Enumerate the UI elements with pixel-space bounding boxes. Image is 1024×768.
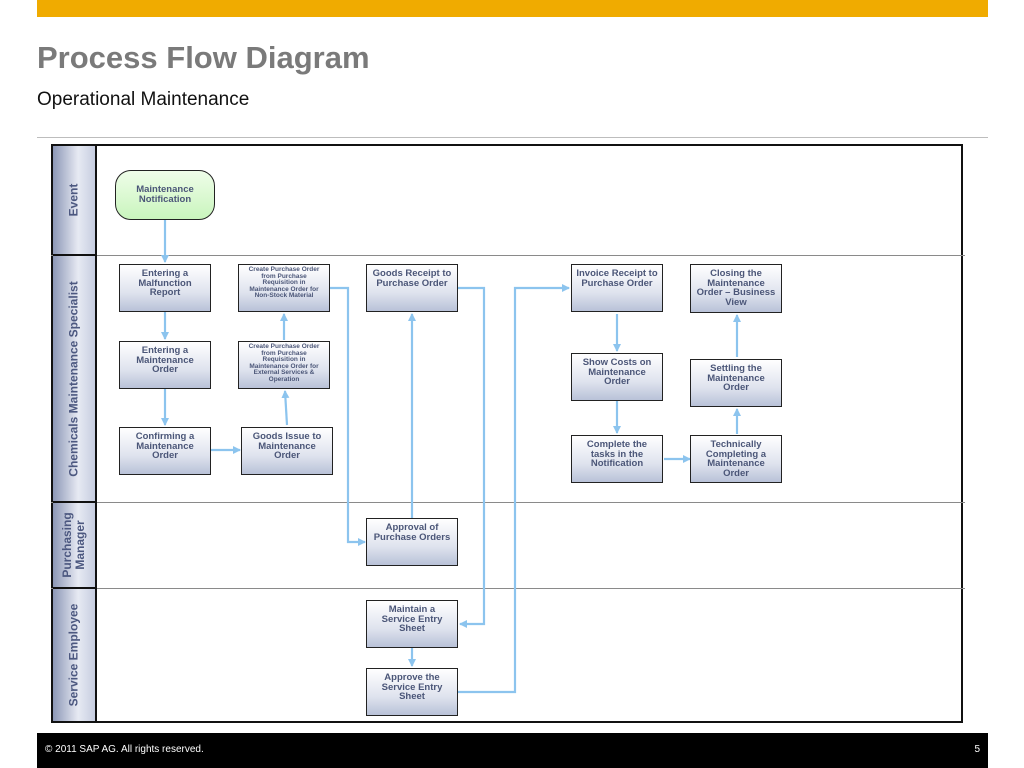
accent-bar xyxy=(37,0,988,17)
lane-label-event: Event xyxy=(53,146,97,256)
maintenance-notification-event: Maintenance Notification xyxy=(115,170,215,220)
lane-label-service: Service Employee xyxy=(53,589,97,721)
step-settling-maintenance-order: Settling the Maintenance Order xyxy=(690,359,782,407)
step-create-po-external-services: Create Purchase Order from Purchase Requ… xyxy=(238,341,330,389)
page-number: 5 xyxy=(974,744,980,755)
step-entering-malfunction-report: Entering a Malfunction Report xyxy=(119,264,211,312)
step-create-po-non-stock: Create Purchase Order from Purchase Requ… xyxy=(238,264,330,312)
step-complete-tasks: Complete the tasks in the Notification xyxy=(571,435,663,483)
step-entering-maintenance-order: Entering a Maintenance Order xyxy=(119,341,211,389)
step-goods-receipt: Goods Receipt to Purchase Order xyxy=(366,264,458,312)
footer-bar: © 2011 SAP AG. All rights reserved. 5 xyxy=(37,733,988,768)
step-goods-issue: Goods Issue to Maintenance Order xyxy=(241,427,333,475)
lane-label-specialist: Chemicals Maintenance Specialist xyxy=(53,256,97,503)
step-show-costs: Show Costs on Maintenance Order xyxy=(571,353,663,401)
page-title: Process Flow Diagram xyxy=(37,40,370,75)
step-approval-purchase-orders: Approval of Purchase Orders xyxy=(366,518,458,566)
step-maintain-service-entry-sheet: Maintain a Service Entry Sheet xyxy=(366,600,458,648)
step-technically-completing: Technically Completing a Maintenance Ord… xyxy=(690,435,782,483)
lane-divider xyxy=(51,588,965,589)
step-invoice-receipt: Invoice Receipt to Purchase Order xyxy=(571,264,663,312)
page-subtitle: Operational Maintenance xyxy=(37,89,250,110)
lane-divider xyxy=(51,502,965,503)
step-closing-business-view: Closing the Maintenance Order – Business… xyxy=(690,264,782,313)
lane-divider xyxy=(51,255,965,256)
step-confirming-maintenance-order: Confirming a Maintenance Order xyxy=(119,427,211,475)
copyright-text: © 2011 SAP AG. All rights reserved. xyxy=(45,744,204,755)
header-divider xyxy=(37,137,988,138)
step-approve-service-entry-sheet: Approve the Service Entry Sheet xyxy=(366,668,458,716)
lane-label-purchasing: Purchasing Manager xyxy=(53,503,97,589)
